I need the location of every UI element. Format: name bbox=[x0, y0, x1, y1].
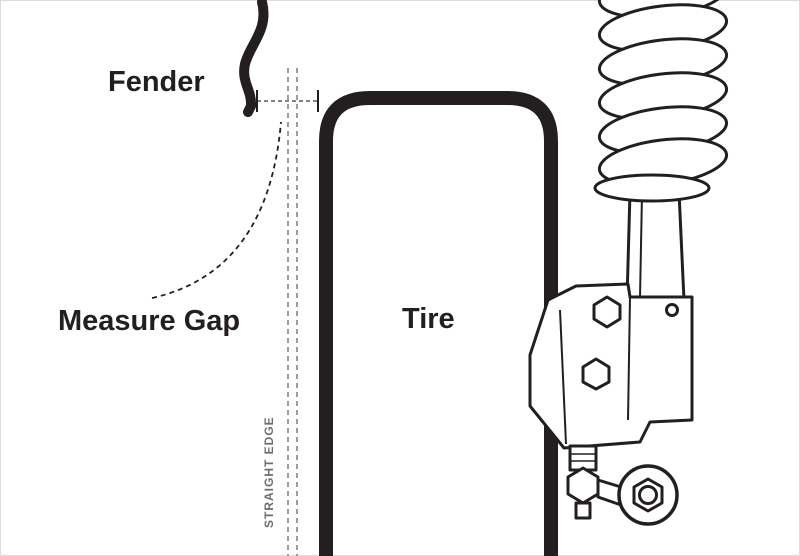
strut-body bbox=[625, 190, 686, 302]
coil-spring bbox=[597, 0, 729, 187]
knuckle-bracket bbox=[528, 282, 694, 450]
bracket-bolt-small bbox=[665, 303, 679, 317]
hex-bolt-upper bbox=[592, 295, 622, 329]
fender-curve bbox=[239, 0, 269, 117]
measure-gap-label: Measure Gap bbox=[58, 305, 241, 337]
spring-seat bbox=[593, 173, 711, 203]
hex-nut bbox=[566, 466, 600, 505]
straight-edge-label: STRAIGHT EDGE bbox=[262, 416, 276, 528]
tire-outline bbox=[319, 91, 558, 556]
strut-assembly bbox=[528, 0, 729, 526]
gap-dimension-marks bbox=[256, 90, 319, 112]
hex-bolt-lower bbox=[581, 357, 611, 391]
ball-joint bbox=[566, 444, 679, 526]
fender-label: Fender bbox=[108, 66, 205, 98]
eye-ring-inner bbox=[638, 485, 658, 505]
tire-label: Tire bbox=[402, 303, 455, 335]
straight-edge-lines bbox=[287, 68, 298, 556]
measure-gap-leader bbox=[151, 121, 282, 299]
